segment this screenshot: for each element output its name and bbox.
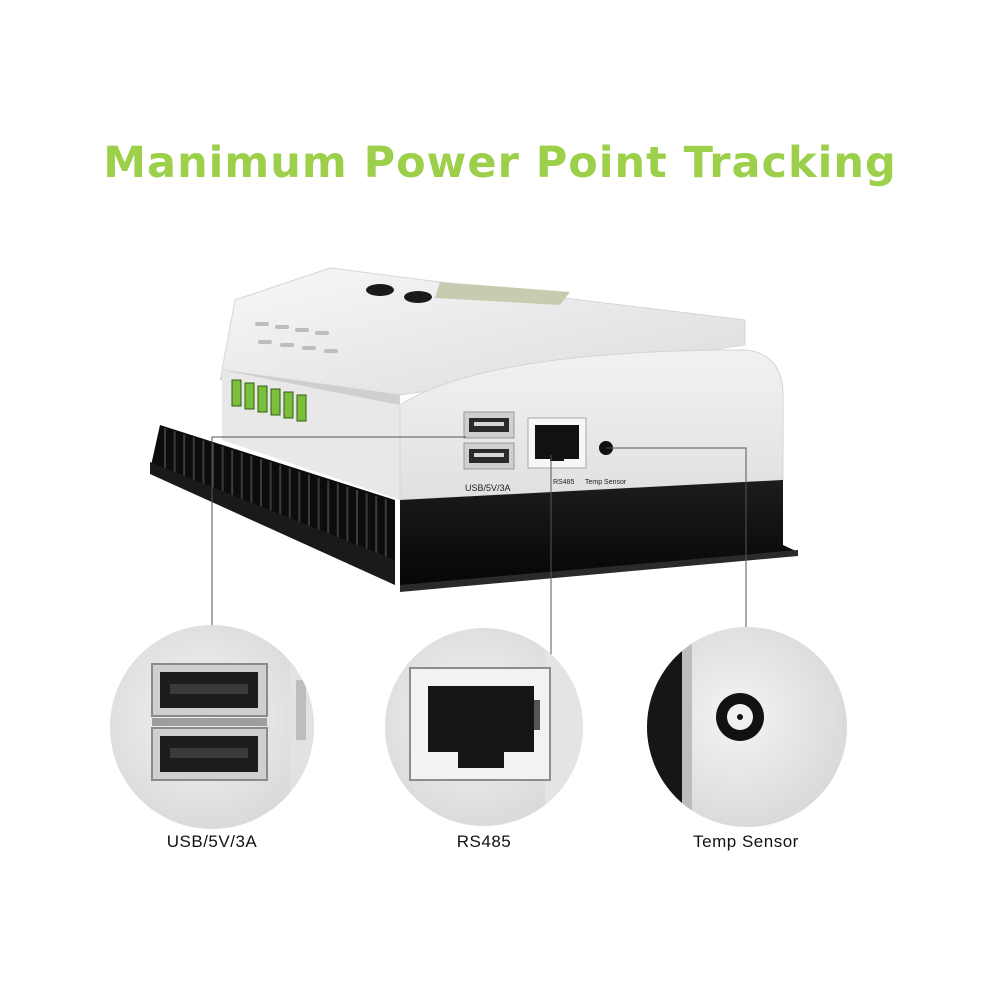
label-temp-small: Temp Sensor xyxy=(585,479,627,486)
label-usb: USB/5V/3A xyxy=(166,832,258,851)
controller-front: USB/5V/3A RS485 Temp Sensor xyxy=(399,349,798,592)
label-temp-sensor: Temp Sensor xyxy=(693,832,799,851)
usb-ports xyxy=(463,411,515,470)
heatsink xyxy=(150,425,395,585)
label-rs485: RS485 xyxy=(456,832,512,851)
label-rs485-small: RS485 xyxy=(553,479,575,486)
label-usb-small: USB/5V/3A xyxy=(465,483,511,493)
usb-zoom-circle xyxy=(110,625,314,829)
terminal-screw xyxy=(231,379,242,407)
headline: Manimum Power Point Tracking xyxy=(103,138,897,188)
temp-zoom-circle xyxy=(647,627,847,827)
terminal-screw xyxy=(296,394,307,422)
rj45-port-icon xyxy=(409,667,551,781)
temp-sensor-jack-icon xyxy=(716,693,764,741)
terminal-screw xyxy=(244,382,255,410)
usb-port-icon xyxy=(151,663,268,781)
lcd-screen xyxy=(435,282,570,305)
enter-button xyxy=(404,291,432,303)
menu-button xyxy=(366,284,394,296)
terminal-screw xyxy=(257,385,268,413)
terminal-screw xyxy=(270,388,281,416)
status-leds xyxy=(255,322,338,353)
rs485-zoom-circle xyxy=(385,628,583,826)
terminal-block xyxy=(222,370,400,500)
callout-lines xyxy=(211,436,747,655)
rs485-port xyxy=(527,417,587,469)
terminal-screw xyxy=(283,391,294,419)
